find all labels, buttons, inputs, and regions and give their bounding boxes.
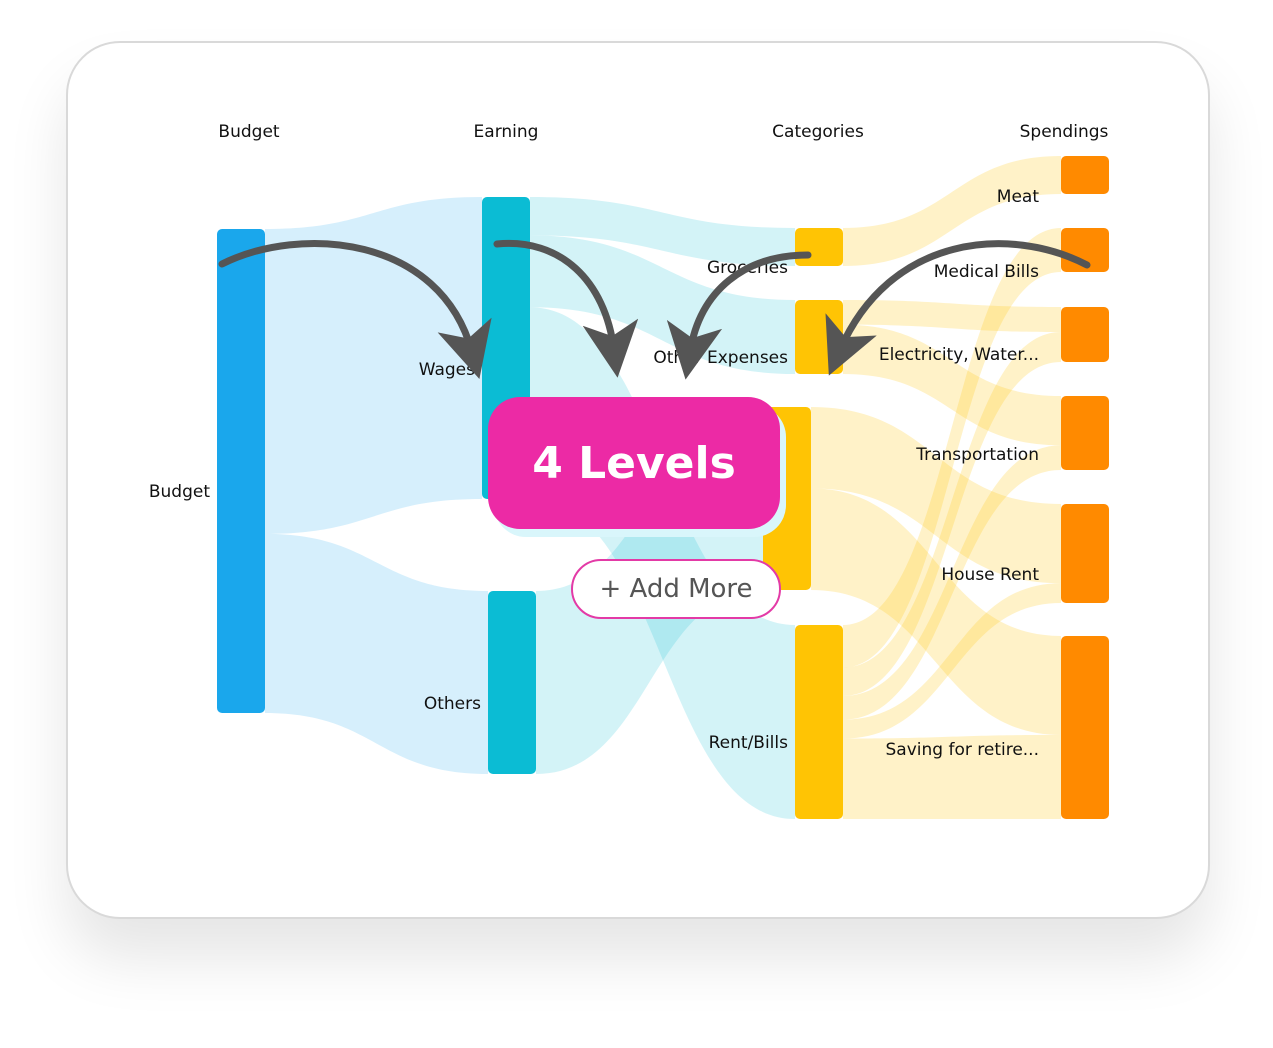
node-electricity_water <box>1061 307 1109 362</box>
link-budget-others <box>265 533 488 774</box>
arrow-earning-to-categories-icon <box>493 239 639 378</box>
node-budget <box>217 229 265 713</box>
link-wages-groceries <box>530 197 795 266</box>
level-header-3: Categories <box>772 122 864 142</box>
add-more-button[interactable]: + Add More <box>571 559 781 619</box>
node-label-transportation: Transportation <box>915 445 1039 465</box>
node-transportation <box>1061 396 1109 470</box>
node-groceries <box>795 228 843 266</box>
node-label-medical_bills: Medical Bills <box>934 262 1039 282</box>
link-hidden_category-saving_retire <box>811 488 1061 735</box>
link-hidden_category-house_rent <box>811 407 1061 584</box>
level-header-4: Spendings <box>1020 122 1109 142</box>
annotation-arrows <box>218 239 1091 380</box>
level-header-2: Earning <box>474 122 539 142</box>
node-label-other_expenses: Other Expenses <box>653 348 788 368</box>
node-other_expenses <box>795 300 843 374</box>
arrow-spendings-to-categories-icon <box>825 240 1091 376</box>
node-house_rent <box>1061 504 1109 603</box>
level-header-1: Budget <box>218 122 279 142</box>
node-saving_retire <box>1061 636 1109 819</box>
node-meat <box>1061 156 1109 194</box>
link-rent_bills-electricity_water <box>843 332 1061 696</box>
link-rent_bills-transportation <box>843 445 1061 720</box>
node-others <box>488 591 536 774</box>
node-label-budget: Budget <box>149 482 210 502</box>
node-label-rent_bills: Rent/Bills <box>709 733 789 753</box>
link-other_expenses-transportation <box>843 324 1061 446</box>
node-label-saving_retire: Saving for retire... <box>886 740 1040 760</box>
level-headers: Budget Earning Categories Spendings <box>218 122 1108 142</box>
link-wages-other_expenses <box>530 235 795 374</box>
node-rent_bills <box>795 625 843 819</box>
node-label-wages: Wages <box>419 360 475 380</box>
arrow-categories-to-earning-icon <box>666 251 812 380</box>
link-rent_bills-saving_retire <box>843 734 1061 819</box>
node-label-meat: Meat <box>997 187 1040 207</box>
node-label-electricity_water: Electricity, Water... <box>879 345 1039 365</box>
nodes-layer <box>217 156 1109 819</box>
arrow-budget-to-earning-icon <box>218 240 492 379</box>
node-label-others: Others <box>424 694 481 714</box>
link-groceries-meat <box>843 156 1061 266</box>
node-label-house_rent: House Rent <box>941 565 1039 585</box>
link-other_expenses-electricity_water <box>843 300 1061 332</box>
link-rent_bills-medical_bills <box>843 228 1061 668</box>
link-rent_bills-house_rent <box>843 583 1061 739</box>
levels-badge: 4 Levels <box>488 397 780 529</box>
